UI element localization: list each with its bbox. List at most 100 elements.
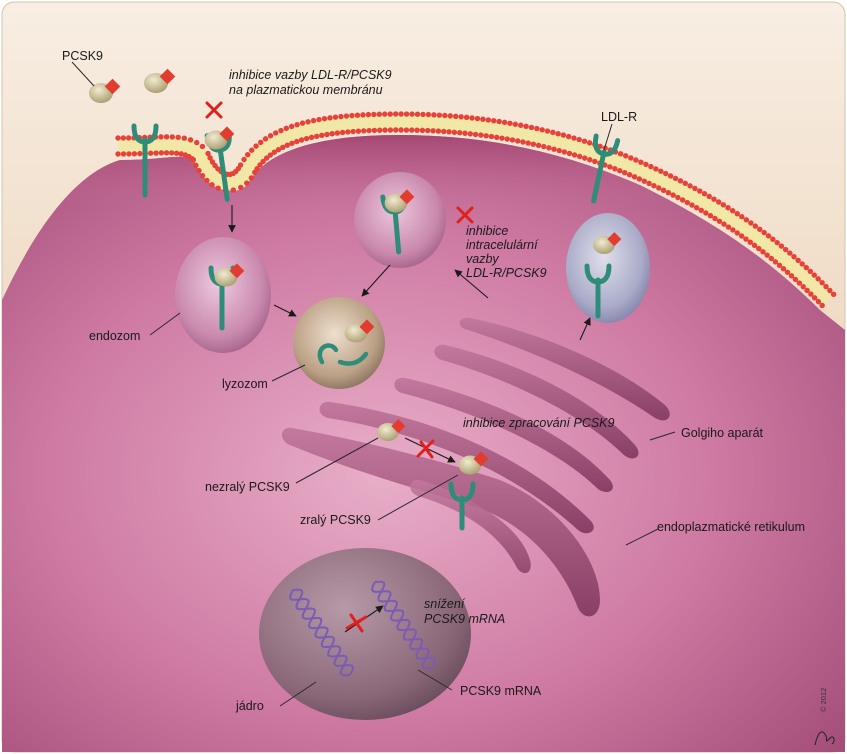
phospholipid-head — [807, 268, 813, 275]
phospholipid-head — [747, 239, 753, 245]
block-mark-mrna — [345, 613, 368, 633]
phospholipid-head — [772, 259, 779, 265]
label-er: endoplazmatické retikulum — [657, 520, 805, 534]
mrna-strand-right — [371, 580, 436, 670]
phospholipid-head — [819, 302, 825, 309]
phospholipid-head — [693, 204, 700, 211]
phospholipid-head — [187, 137, 194, 143]
molecules-layer — [89, 68, 622, 531]
phospholipid-head — [361, 128, 367, 134]
phospholipid-head — [414, 127, 420, 133]
phospholipid-head — [377, 127, 383, 133]
leader-endozom — [149, 312, 181, 336]
phospholipid-head — [169, 134, 176, 140]
phospholipid-head — [205, 150, 211, 157]
leader-nucleus — [279, 681, 317, 707]
phospholipid-head — [313, 133, 320, 139]
helix-strand — [371, 581, 433, 670]
phospholipid-head — [431, 112, 437, 118]
phospholipid-head — [158, 150, 165, 156]
phospholipid-head — [392, 111, 399, 117]
phospholipid-head — [530, 141, 537, 147]
label-nucleus: jádro — [235, 699, 264, 713]
phospholipid-head — [153, 150, 159, 156]
phospholipid-head — [770, 236, 776, 242]
phospholipid-head — [398, 111, 404, 117]
phospholipid-head — [308, 134, 315, 141]
ldl-receptor-blue-vesicle — [584, 263, 612, 319]
phospholipid-head — [120, 151, 127, 157]
phospholipid-head — [456, 130, 463, 136]
phospholipid-head — [474, 115, 481, 122]
phospholipid-head — [743, 217, 750, 223]
pcsk9-free-1 — [89, 78, 121, 103]
phospholipid-head — [196, 167, 202, 174]
phospholipid-head — [544, 128, 551, 134]
nucleus — [259, 548, 471, 720]
phospholipid-head — [670, 192, 676, 198]
phospholipid-head — [819, 279, 825, 286]
label-reduce-2: PCSK9 mRNA — [424, 612, 505, 626]
phospholipid-head — [371, 127, 378, 134]
leader-pcsk9 — [71, 61, 95, 87]
phospholipid-head — [272, 130, 279, 136]
label-inhibition-intra-4: LDL-R/PCSK9 — [466, 266, 547, 280]
phospholipid-head — [267, 133, 274, 139]
phospholipid-head — [442, 112, 448, 119]
phospholipid-head — [764, 252, 770, 258]
phospholipid-head — [689, 202, 695, 208]
phospholipid-head — [586, 140, 593, 146]
phospholipid-head — [430, 128, 436, 134]
phospholipid-head — [539, 127, 545, 133]
phospholipid-head — [795, 257, 801, 263]
phospholipid-head — [120, 135, 127, 141]
degraded-receptor-1 — [317, 343, 339, 365]
leader-mature — [377, 474, 459, 521]
leader-golgi — [649, 431, 676, 441]
recycling-vesicle — [354, 172, 446, 268]
phospholipid-head — [803, 264, 809, 271]
phospholipid-head — [115, 151, 121, 157]
phospholipid-head — [244, 180, 250, 186]
phospholipid-head — [739, 214, 745, 220]
phospholipid-head — [321, 115, 328, 122]
dna-strand-left — [289, 588, 354, 677]
phospholipid-head — [414, 111, 421, 117]
phospholipid-head — [491, 117, 497, 124]
phospholipid-head — [376, 111, 383, 117]
phospholipid-head — [327, 115, 333, 121]
arrow-golgi-to-blue-vesicle — [579, 317, 591, 341]
phospholipid-head — [393, 127, 399, 133]
leader-ldlr — [603, 123, 613, 151]
phospholipid-head — [518, 122, 524, 128]
phospholipid-head — [707, 213, 714, 219]
label-golgi: Golgiho aparát — [681, 426, 764, 440]
phospholipid-head — [338, 113, 344, 120]
phospholipid-head — [756, 245, 762, 252]
phospholipid-head — [507, 120, 513, 126]
phospholipid-head — [667, 173, 674, 179]
phospholipid-head — [488, 133, 495, 140]
phospholipid-head — [791, 253, 797, 260]
phospholipid-head — [480, 116, 486, 122]
phospholipid-head — [566, 150, 573, 157]
lysosome-vesicle — [293, 297, 385, 389]
phospholipid-head — [403, 111, 410, 117]
phospholipid-head — [469, 115, 475, 121]
phospholipid-head — [349, 112, 355, 119]
phospholipid-head — [289, 140, 295, 146]
phospholipid-head — [126, 151, 132, 157]
phospholipid-head — [332, 114, 339, 120]
phospholipid-head — [215, 185, 221, 191]
phospholipid-head — [324, 131, 330, 138]
phospholipid-head — [204, 177, 210, 184]
phospholipid-head — [168, 150, 175, 156]
phospholipid-head — [698, 207, 704, 214]
phospholipid-head — [546, 145, 552, 151]
phospholipid-head — [334, 130, 341, 136]
phospholipid-head — [237, 162, 244, 168]
phospholipid-head — [451, 129, 458, 135]
label-pcsk9: PCSK9 — [62, 49, 103, 63]
phospholipid-head — [780, 266, 787, 272]
